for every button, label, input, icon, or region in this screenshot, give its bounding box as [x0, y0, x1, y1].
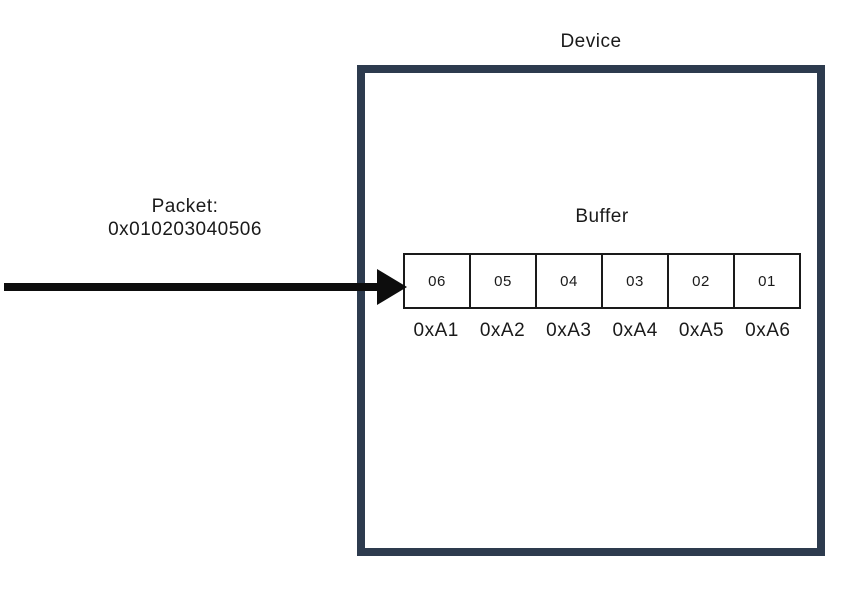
- packet-arrow-icon: [4, 269, 407, 305]
- arrow-head-icon: [377, 269, 407, 305]
- buffer-cell: 06: [403, 253, 471, 309]
- buffer-address: 0xA4: [612, 320, 658, 341]
- buffer-cell: 03: [601, 253, 669, 309]
- device-box: [357, 65, 825, 556]
- buffer-cell: 02: [667, 253, 735, 309]
- buffer-label: Buffer: [575, 206, 629, 227]
- packet-label: Packet: 0x010203040506: [50, 195, 320, 241]
- buffer-addresses-row: 0xA1 0xA2 0xA3 0xA4 0xA5 0xA6: [403, 320, 801, 342]
- buffer-address: 0xA1: [413, 320, 459, 341]
- packet-value: 0x010203040506: [108, 219, 262, 240]
- buffer-address: 0xA2: [479, 320, 526, 341]
- device-label: Device: [560, 31, 622, 52]
- buffer-cell: 05: [469, 253, 537, 309]
- packet-title: Packet:: [151, 196, 219, 217]
- buffer-address: 0xA6: [745, 320, 791, 341]
- buffer-cells-row: 06 05 04 03 02 01: [403, 253, 801, 309]
- buffer-address: 0xA5: [678, 320, 725, 341]
- buffer-cell: 01: [733, 253, 801, 309]
- buffer-address: 0xA3: [546, 320, 592, 341]
- buffer-cell: 04: [535, 253, 603, 309]
